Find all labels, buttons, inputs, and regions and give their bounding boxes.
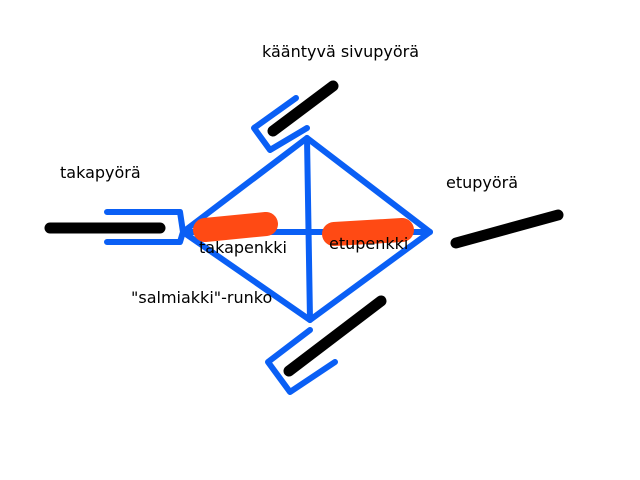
front-seat: [322, 218, 414, 246]
label-rear-wheel: takapyörä: [60, 163, 141, 182]
front-wheel: [450, 209, 564, 249]
label-frame: "salmiakki"-runko: [131, 288, 273, 307]
top-side-wheel: [267, 80, 339, 137]
bottom-side-wheel: [283, 295, 387, 377]
wheels: [44, 80, 564, 377]
label-front-wheel: etupyörä: [446, 173, 519, 192]
rear-wheel-fork: [104, 209, 186, 245]
bottom-side-wheel-fork: [265, 327, 338, 395]
label-front-seat: etupenkki: [329, 234, 409, 253]
top-side-wheel-fork: [251, 95, 310, 153]
label-rear-seat: takapenkki: [199, 238, 287, 257]
label-side-wheel: kääntyvä sivupyörä: [262, 42, 420, 61]
rear-seat: [193, 212, 278, 242]
seats: [193, 212, 414, 246]
